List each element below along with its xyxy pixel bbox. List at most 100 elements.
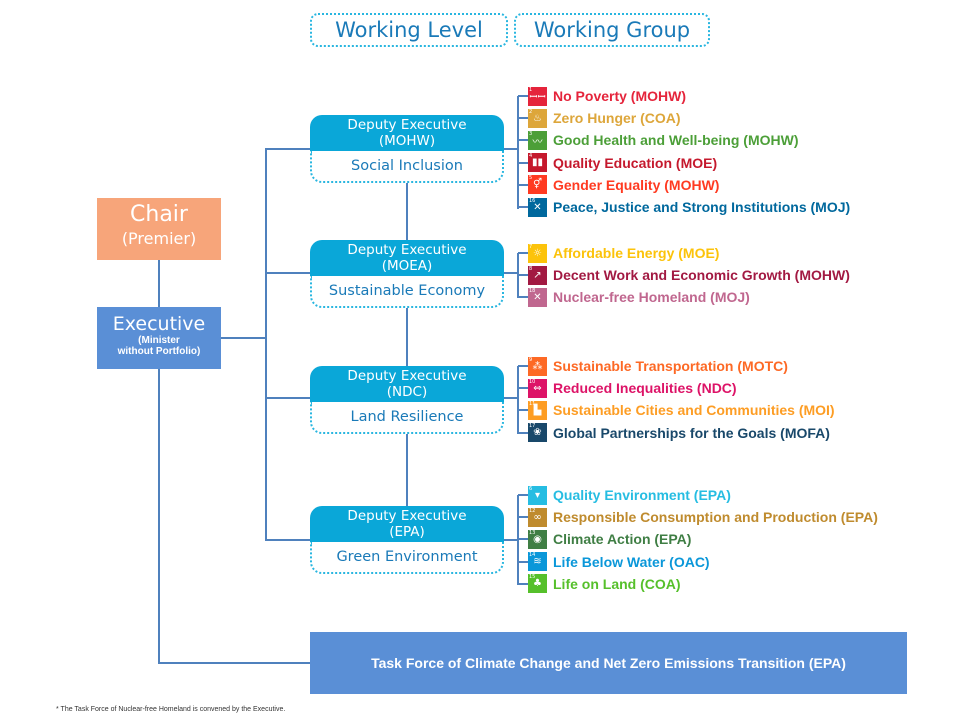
connector-trunk-v: [265, 148, 267, 540]
connector-tick: [518, 95, 528, 97]
cubes-icon: 9⁂: [528, 356, 547, 376]
sdg-glyph: ≋: [533, 556, 542, 568]
connector-tick: [518, 206, 528, 208]
sdg-number: 10: [529, 378, 536, 385]
connector-group-2: [504, 272, 518, 274]
connector-tick: [518, 252, 528, 254]
sdg-goal-item: 4▮▮Quality Education (MOE): [518, 153, 717, 173]
sdg-glyph: ꟷꟷ: [529, 92, 546, 103]
deputy-box-social-inclusion: Deputy Executive(MOHW) Social Inclusion: [310, 115, 504, 183]
sdg-number: 3: [529, 130, 533, 137]
connector-tick: [518, 274, 528, 277]
connector-tick: [518, 431, 528, 434]
connector-tick: [518, 560, 528, 563]
sdg-label: No Poverty (MOHW): [553, 88, 686, 104]
sdg-number: 7: [529, 243, 533, 250]
connector-group-1-v: [517, 96, 519, 209]
sdg-number: 15: [529, 574, 536, 581]
sdg-glyph: ❀: [533, 427, 542, 439]
connector-exec-trunk-h: [221, 337, 266, 339]
connector-exec-taskforce-v: [158, 369, 160, 663]
connector-deputy-2: [265, 272, 310, 274]
sdg-label: Global Partnerships for the Goals (MOFA): [553, 424, 830, 441]
connector-group-3-v: [517, 366, 519, 434]
sdg-goal-item: 10⇔Reduced Inequalities (NDC): [518, 378, 737, 398]
sdg-number: 4: [529, 153, 533, 160]
sdg-goal-item: 17❀ Global Partnerships for the Goals (MO…: [518, 423, 830, 443]
sdg-goal-item: 5⚥ Gender Equality (MOHW): [518, 175, 720, 195]
dove-icon: 16✕: [528, 197, 547, 217]
connector-tick: [518, 409, 528, 412]
sdg-glyph: ⚥: [532, 179, 543, 191]
sdg-label: Sustainable Cities and Communities (MOI): [553, 402, 835, 419]
growth-chart-icon: 8↗: [528, 265, 547, 285]
sdg-label: Gender Equality (MOHW): [553, 176, 720, 193]
gender-icon: 5⚥: [528, 175, 547, 195]
sdg-number: 2: [529, 108, 533, 115]
connector-tick: [518, 365, 528, 367]
sdg-label: Zero Hunger (COA): [553, 110, 681, 127]
task-force-box: Task Force of Climate Change and Net Zer…: [310, 632, 907, 694]
sdg-number: 12: [529, 507, 536, 514]
deputy-title: Deputy Executive: [347, 117, 467, 133]
sdg-glyph: ✕: [533, 201, 542, 213]
sdg-goal-item: 7☼Affordable Energy (MOE): [518, 243, 719, 263]
connector-deputy-1: [265, 148, 310, 150]
sdg-label: Life on Land (COA): [553, 575, 681, 592]
sdg-goal-item: 15♣ Life on Land (COA): [518, 574, 681, 594]
connector-group-4: [504, 539, 518, 541]
group-name: Green Environment: [310, 542, 504, 574]
partnership-flower-icon: 17❀: [528, 423, 547, 443]
sdg-number: 9: [529, 356, 533, 363]
sdg-goal-item: 18✕Nuclear-free Homeland (MOJ): [518, 287, 750, 307]
connector-tick: [518, 296, 528, 299]
book-icon: 4▮▮: [528, 153, 547, 173]
executive-subtitle-2: without Portfolio): [117, 346, 201, 357]
equality-icon: 10⇔: [528, 378, 547, 398]
sdg-glyph: ✕: [533, 291, 542, 303]
sdg-glyph: ⇔: [533, 382, 542, 394]
deputy-agency: (NDC): [386, 384, 428, 400]
fish-icon: 14≋: [528, 552, 547, 572]
sdg-goal-item: 2♨ Zero Hunger (COA): [518, 108, 681, 128]
deputy-title: Deputy Executive: [347, 242, 467, 258]
sdg-glyph: ⁂: [532, 360, 543, 372]
deputy-box-green-environment: Deputy Executive(EPA) Green Environment: [310, 506, 504, 574]
deputy-agency: (MOHW): [378, 133, 436, 149]
eye-globe-icon: 13◉: [528, 529, 547, 549]
connector-group-1: [504, 148, 518, 150]
connector-deputy-3: [265, 397, 310, 399]
sdg-glyph: ♣: [533, 578, 542, 590]
sdg-glyph: ☼: [533, 247, 542, 259]
sdg-goal-item: 9⁂Sustainable Transportation (MOTC): [518, 356, 788, 376]
sdg-glyph: ♨: [533, 112, 542, 124]
nuclear-crossed-icon: 18✕: [528, 287, 547, 307]
sdg-label: Peace, Justice and Strong Institutions (…: [553, 199, 851, 215]
sdg-label: Good Health and Well-being (MOHW): [553, 132, 799, 149]
heartbeat-icon: 3〰: [528, 130, 547, 150]
chair-title: Chair: [130, 202, 188, 227]
sdg-glyph: ▙: [533, 404, 542, 416]
sdg-number: 17: [529, 423, 536, 430]
connector-tick: [518, 161, 528, 164]
connector-tick: [518, 117, 528, 120]
deputy-box-land-resilience: Deputy Executive(NDC) Land Resilience: [310, 366, 504, 434]
working-group-header: Working Group: [514, 13, 710, 47]
sdg-glyph: ▮▮: [531, 157, 543, 169]
group-name: Land Resilience: [310, 402, 504, 434]
group-name: Social Inclusion: [310, 151, 504, 183]
deputy-agency: (MOEA): [381, 258, 433, 274]
sdg-label: Responsible Consumption and Production (…: [553, 509, 878, 526]
infinity-icon: 12∞: [528, 507, 547, 527]
connector-group-3: [504, 397, 518, 399]
sdg-number: 13: [529, 529, 536, 536]
sdg-goal-item: 13◉Climate Action (EPA): [518, 529, 691, 549]
sdg-goal-item: 8↗Decent Work and Economic Growth (MOHW): [518, 265, 850, 285]
deputy-title: Deputy Executive: [347, 368, 467, 384]
connector-tick: [518, 183, 528, 186]
connector-tick: [518, 139, 528, 142]
executive-subtitle-1: (Minister: [138, 335, 180, 346]
footnote: * The Task Force of Nuclear-free Homelan…: [56, 706, 286, 713]
sdg-number: 6: [529, 485, 533, 492]
